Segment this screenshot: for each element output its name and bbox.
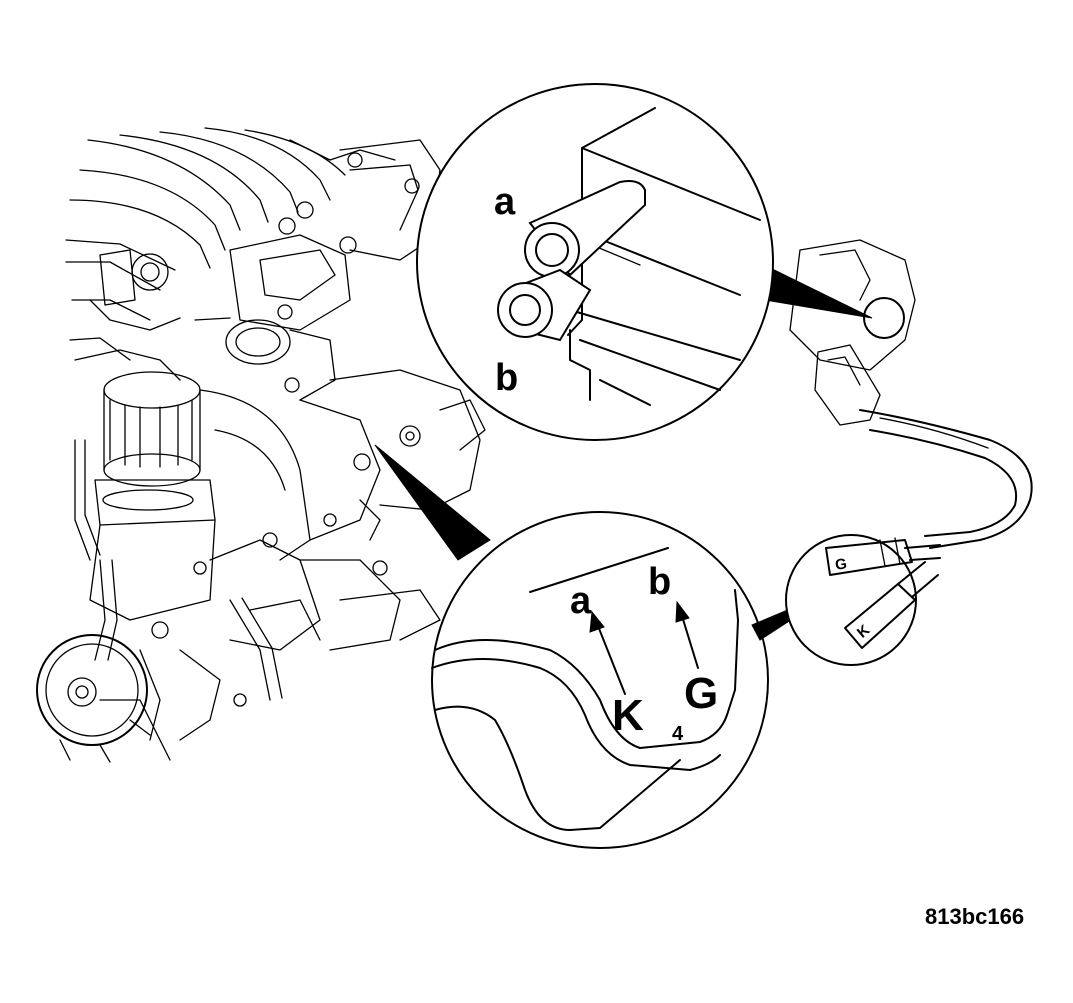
lower-number-label: 4: [672, 723, 684, 745]
upper-callout: a b: [416, 83, 873, 441]
port-location-marker: [863, 297, 905, 339]
hose-lower: [869, 429, 1018, 537]
lower-g-label: G: [684, 669, 718, 718]
hose-assembly: [789, 239, 1033, 549]
intake-runners: [65, 127, 396, 361]
arrow-g-to-b: [681, 615, 699, 669]
hose-end-callout-circle: [785, 534, 917, 666]
lower-k-label: K: [612, 691, 644, 740]
lower-callout-pointer: [374, 444, 491, 561]
engine-illustration: [36, 127, 486, 763]
upper-port-b-label: b: [495, 357, 518, 399]
coolant-tubes: [74, 439, 283, 701]
thermostat-housing: [194, 304, 336, 401]
front-cover: [199, 369, 486, 561]
port-housing: [789, 239, 916, 371]
hose-end-callout: G K: [751, 534, 941, 666]
upper-callout-circle: [416, 83, 774, 441]
lower-b-label: b: [648, 561, 671, 603]
lower-a-label: a: [570, 580, 592, 622]
oil-filter: [89, 371, 216, 621]
crankshaft-pulley: [36, 634, 151, 763]
arrow-k-to-a: [597, 625, 626, 695]
hose-upper: [859, 409, 1033, 549]
upper-manifold: [229, 139, 441, 331]
port-b: [497, 268, 592, 342]
lower-callout: a b K G 4: [374, 444, 769, 849]
lower-bolts: [193, 499, 381, 707]
upper-callout-pointer: [763, 264, 873, 319]
lower-block: [99, 532, 441, 761]
left-components: [74, 249, 181, 381]
upper-port-a-label: a: [494, 181, 516, 223]
port-a: [524, 180, 646, 278]
hose-mark-g: G: [834, 555, 848, 573]
hose-connector: [814, 344, 881, 426]
figure-id-label: 813bc166: [925, 904, 1025, 929]
